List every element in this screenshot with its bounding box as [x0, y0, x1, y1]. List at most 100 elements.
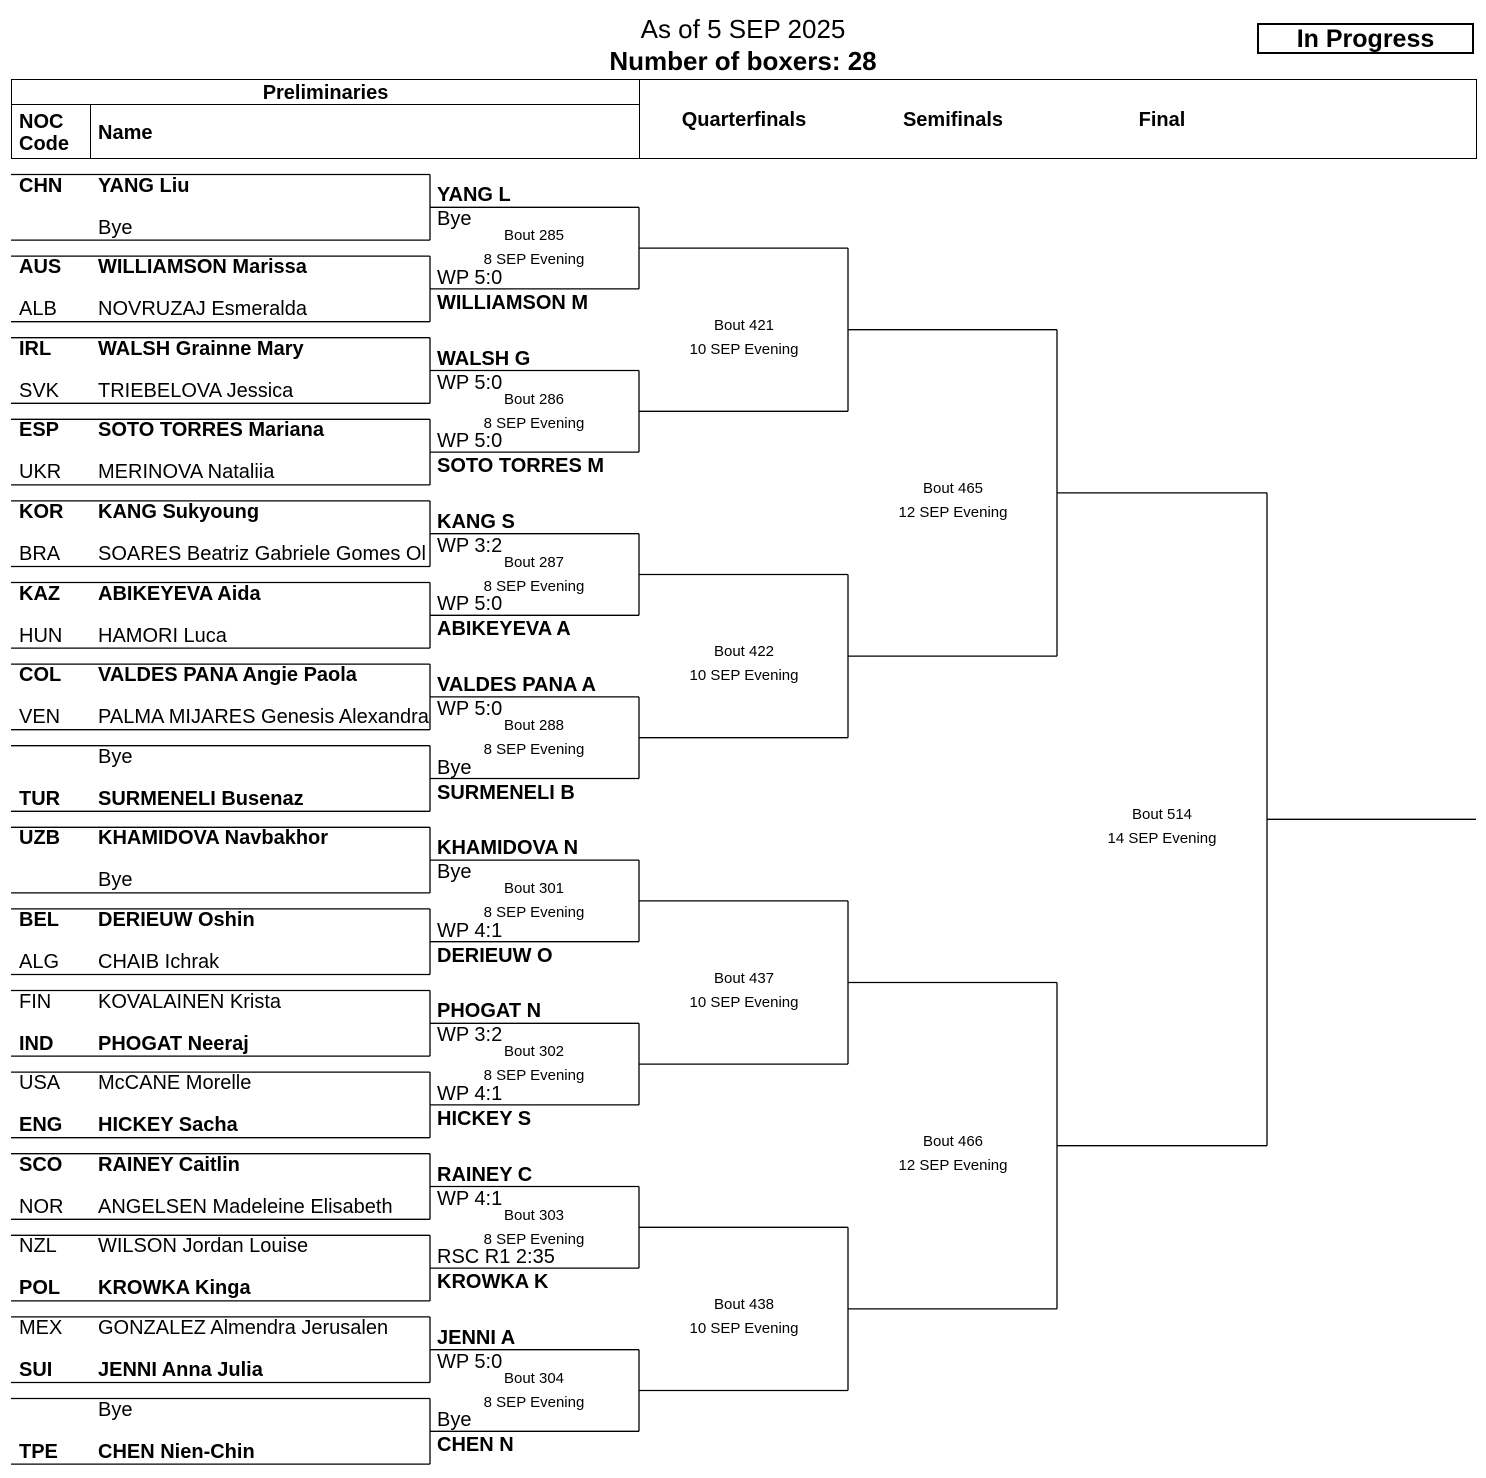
prelim-result: WP 5:0: [437, 1350, 503, 1373]
noc-code: ALB: [19, 298, 57, 321]
bout-session: 12 SEP Evening: [898, 503, 1008, 521]
bout-number: Bout 422: [713, 643, 775, 661]
boxer-name: JENNI Anna Julia: [98, 1358, 263, 1381]
column-preliminaries: Preliminaries: [262, 82, 389, 104]
prelim-result: WP 4:1: [437, 1187, 503, 1210]
prelim-result: RSC R1 2:35: [437, 1246, 555, 1269]
prelim-winner: KANG S: [437, 510, 515, 533]
header-divider-vertical: [639, 79, 640, 159]
prelim-result: Bye: [437, 756, 472, 779]
noc-code: MEX: [19, 1316, 63, 1339]
bout-number: Bout 302: [503, 1043, 565, 1061]
prelim-winner: KROWKA K: [437, 1271, 549, 1294]
boxer-name: GONZALEZ Almendra Jerusalen: [98, 1316, 389, 1339]
noc-code: IRL: [19, 337, 52, 360]
boxer-name: ABIKEYEVA Aida: [98, 582, 261, 605]
prelim-winner: RAINEY C: [437, 1163, 533, 1186]
header-divider-noc: [90, 104, 91, 159]
bout-session: 10 SEP Evening: [689, 993, 799, 1011]
boxer-count: Number of boxers: 28: [609, 46, 877, 76]
bout-number: Bout 438: [713, 1295, 775, 1313]
prelim-winner: SURMENELI B: [437, 781, 575, 804]
bout-session: 8 SEP Evening: [483, 904, 585, 922]
prelim-result: Bye: [437, 1409, 472, 1432]
noc-code: IND: [19, 1032, 54, 1055]
column-name: Name: [98, 122, 153, 144]
column-noc-line1: NOC: [19, 111, 64, 133]
noc-code: UKR: [19, 461, 62, 484]
boxer-name: KOVALAINEN Krista: [98, 990, 282, 1013]
bout-number: Bout 301: [503, 880, 565, 898]
bout-session: 8 SEP Evening: [483, 740, 585, 758]
boxer-name: PHOGAT Neeraj: [98, 1032, 249, 1055]
bout-session: 8 SEP Evening: [483, 1230, 585, 1248]
report-date: As of 5 SEP 2025: [640, 14, 846, 44]
boxer-name: SURMENELI Busenaz: [98, 787, 304, 810]
prelim-winner: CHEN N: [437, 1434, 514, 1457]
column-quarterfinals: Quarterfinals: [681, 109, 807, 131]
prelim-winner: ABIKEYEVA A: [437, 618, 571, 641]
prelim-winner: YANG L: [437, 184, 511, 207]
bout-session: 8 SEP Evening: [483, 1067, 585, 1085]
boxer-name: ANGELSEN Madeleine Elisabeth: [98, 1195, 393, 1218]
noc-code: NZL: [19, 1235, 57, 1258]
noc-code: BEL: [19, 908, 59, 931]
header-divider-horizontal: [11, 104, 640, 105]
noc-code: ESP: [19, 419, 60, 442]
noc-code: SUI: [19, 1358, 53, 1381]
noc-code: BRA: [19, 542, 61, 565]
prelim-winner: WILLIAMSON M: [437, 291, 589, 314]
prelim-result: WP 5:0: [437, 593, 503, 616]
noc-code: KOR: [19, 500, 64, 523]
boxer-name: WILLIAMSON Marissa: [98, 256, 307, 279]
boxer-name: Bye: [98, 869, 133, 892]
boxer-name: KHAMIDOVA Navbakhor: [98, 827, 329, 850]
prelim-winner: SOTO TORRES M: [437, 455, 605, 478]
column-final: Final: [1138, 109, 1186, 131]
prelim-winner: DERIEUW O: [437, 944, 553, 967]
boxer-name: McCANE Morelle: [98, 1072, 252, 1095]
noc-code: FIN: [19, 990, 52, 1013]
boxer-name: SOARES Beatriz Gabriele Gomes Ol: [98, 542, 426, 565]
bout-number: Bout 285: [503, 227, 565, 245]
boxer-name: HAMORI Luca: [98, 624, 227, 647]
bout-number: Bout 514: [1131, 806, 1193, 824]
boxer-name: CHEN Nien-Chin: [98, 1440, 255, 1463]
boxer-name: SOTO TORRES Mariana: [98, 419, 324, 442]
boxer-name: NOVRUZAJ Esmeralda: [98, 298, 307, 321]
boxer-name: TRIEBELOVA Jessica: [98, 379, 294, 402]
prelim-winner: WALSH G: [437, 347, 531, 370]
noc-code: KAZ: [19, 582, 61, 605]
noc-code: TPE: [19, 1440, 58, 1463]
bout-number: Bout 303: [503, 1206, 565, 1224]
column-header-frame: [11, 79, 1477, 159]
boxer-name: VALDES PANA Angie Paola: [98, 664, 357, 687]
noc-code: COL: [19, 664, 62, 687]
prelim-winner: JENNI A: [437, 1326, 516, 1349]
boxer-name: Bye: [98, 745, 133, 768]
noc-code: AUS: [19, 256, 62, 279]
bout-session: 8 SEP Evening: [483, 251, 585, 269]
bout-number: Bout 287: [503, 553, 565, 571]
noc-code: TUR: [19, 787, 61, 810]
boxer-name: HICKEY Sacha: [98, 1114, 238, 1137]
prelim-result: WP 5:0: [437, 697, 503, 720]
prelim-result: WP 3:2: [437, 534, 503, 557]
boxer-name: MERINOVA Nataliia: [98, 461, 275, 484]
bout-number: Bout 304: [503, 1369, 565, 1387]
prelim-result: WP 5:0: [437, 266, 503, 289]
bout-number: Bout 288: [503, 716, 565, 734]
prelim-result: WP 4:1: [437, 919, 503, 942]
noc-code: NOR: [19, 1195, 64, 1218]
prelim-result: Bye: [437, 208, 472, 231]
bout-session: 12 SEP Evening: [898, 1156, 1008, 1174]
boxer-name: WALSH Grainne Mary: [98, 337, 304, 360]
boxer-name: Bye: [98, 1398, 133, 1421]
boxer-name: WILSON Jordan Louise: [98, 1235, 309, 1258]
prelim-result: WP 5:0: [437, 371, 503, 394]
boxer-name: RAINEY Caitlin: [98, 1153, 240, 1176]
prelim-result: WP 4:1: [437, 1082, 503, 1105]
bout-number: Bout 286: [503, 390, 565, 408]
boxer-name: KANG Sukyoung: [98, 500, 260, 523]
